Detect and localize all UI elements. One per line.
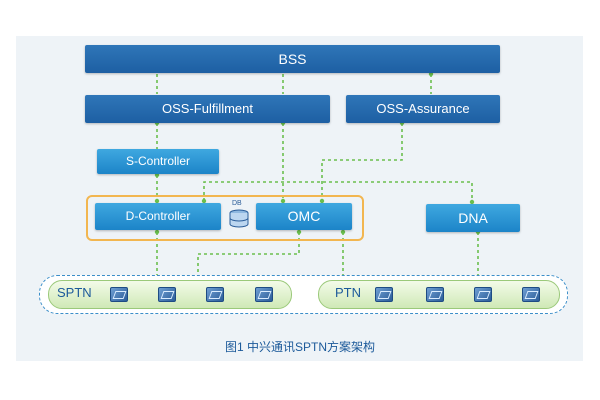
- figure-caption: 图1 中兴通讯SPTN方案架构: [224, 340, 375, 354]
- sptn-node-icon: [206, 287, 224, 302]
- ptn-node-icon: [474, 287, 492, 302]
- omc-box: OMC: [256, 203, 352, 230]
- oss-assurance-box: OSS-Assurance: [346, 95, 500, 123]
- controller-group-frame: [86, 195, 364, 241]
- sptn-label: SPTN: [57, 285, 92, 300]
- d-controller-box: D-Controller: [95, 203, 221, 230]
- bss-label: BSS: [278, 51, 307, 67]
- bss-box: BSS: [85, 45, 500, 73]
- oss-assurance-label: OSS-Assurance: [376, 101, 470, 116]
- link-ossa-omc: [321, 123, 403, 201]
- link-bus-dna: [203, 181, 473, 202]
- sptn-node-icon: [110, 287, 128, 302]
- s-controller-label: S-Controller: [125, 154, 191, 168]
- dna-label: DNA: [458, 210, 488, 226]
- database-icon: [228, 204, 250, 230]
- link-omc-sptn: [197, 232, 300, 281]
- dna-box: DNA: [426, 204, 520, 232]
- ptn-node-icon: [522, 287, 540, 302]
- sptn-node-icon: [158, 287, 176, 302]
- omc-label: OMC: [287, 208, 321, 224]
- ptn-label: PTN: [335, 285, 361, 300]
- ptn-node-icon: [375, 287, 393, 302]
- sptn-node-icon: [255, 287, 273, 302]
- database-label: DB: [232, 200, 242, 207]
- ptn-node-icon: [426, 287, 444, 302]
- s-controller-box: S-Controller: [97, 149, 219, 174]
- oss-fulfillment-box: OSS-Fulfillment: [85, 95, 330, 123]
- oss-fulfillment-label: OSS-Fulfillment: [161, 101, 254, 116]
- d-controller-label: D-Controller: [125, 209, 191, 223]
